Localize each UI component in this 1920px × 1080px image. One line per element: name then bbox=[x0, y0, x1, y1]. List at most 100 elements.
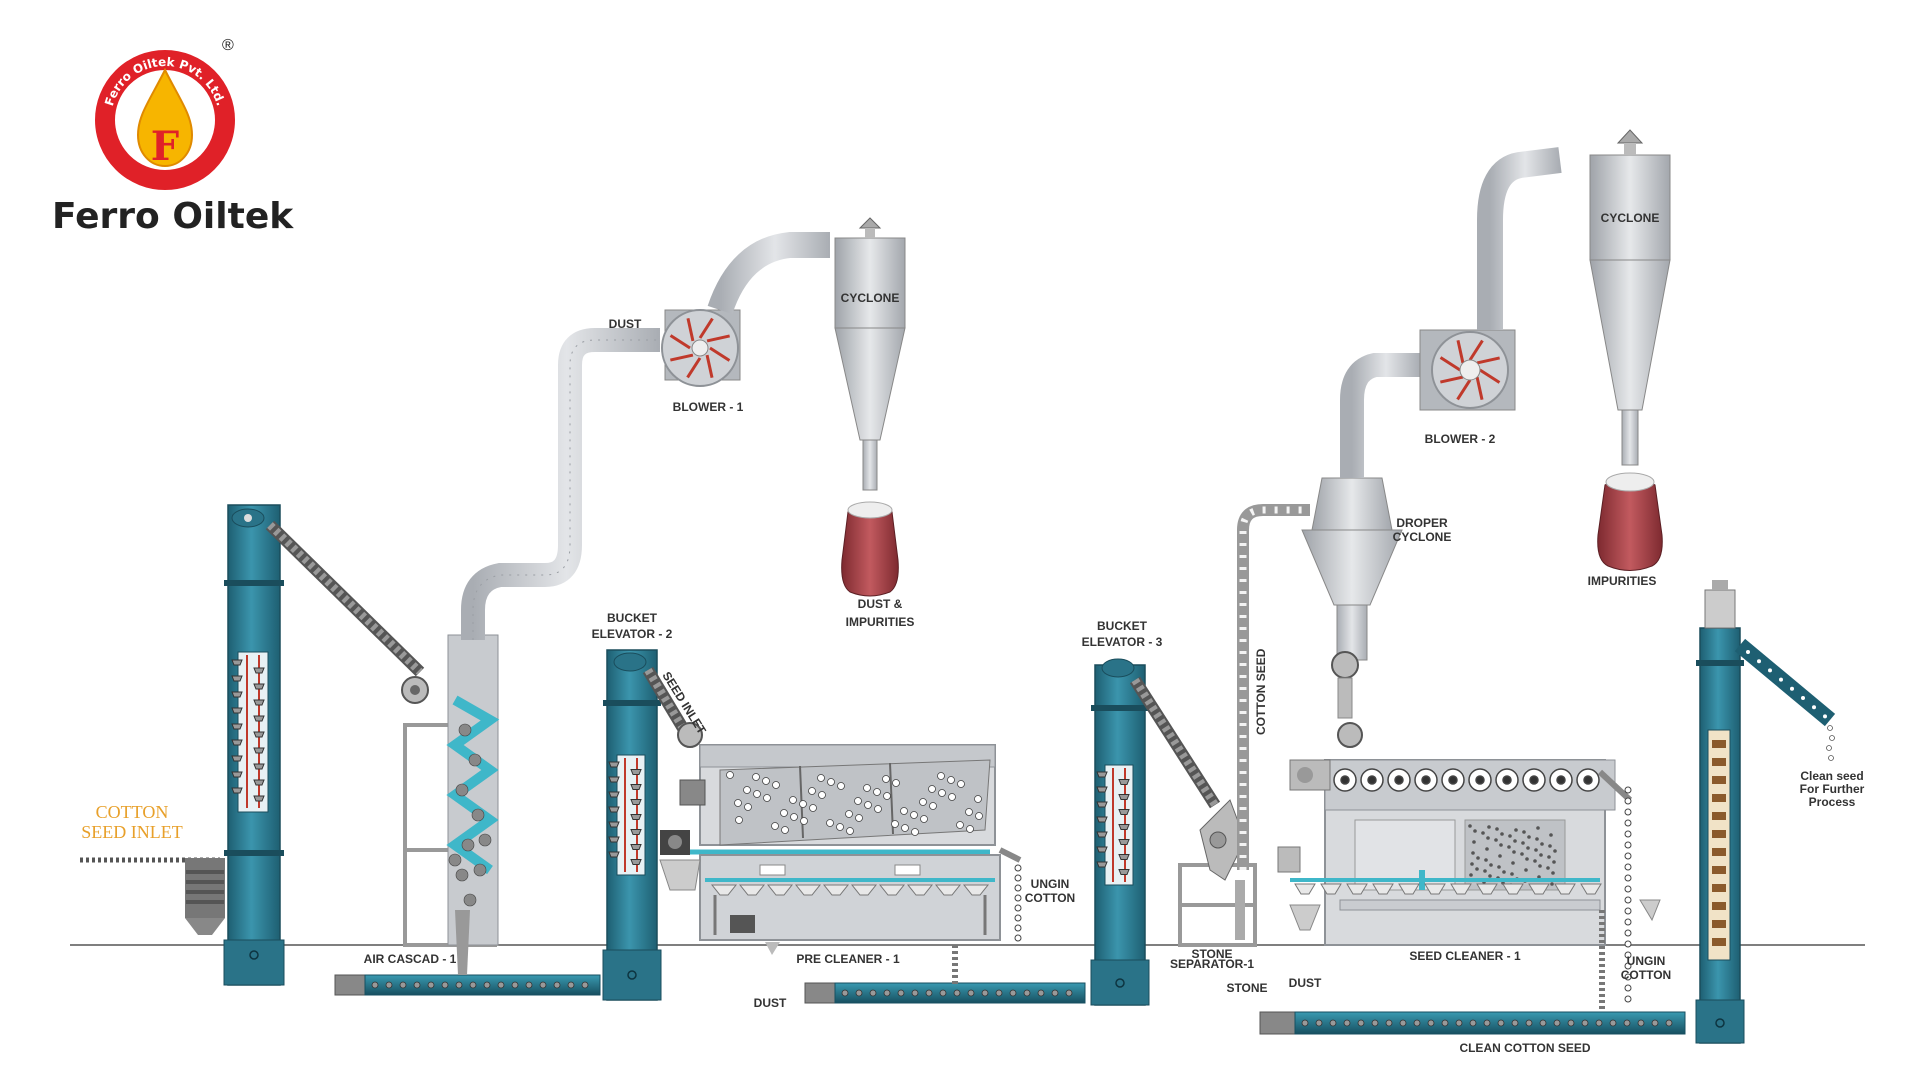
hopper bbox=[962, 884, 990, 896]
seed-ball bbox=[1343, 1019, 1351, 1027]
seed-ball bbox=[781, 826, 789, 834]
droper-cyclone-label-2: CYCLONE bbox=[1393, 530, 1452, 544]
cotton-dot bbox=[1624, 852, 1632, 860]
bucket-elevator-3-label: BUCKET bbox=[1097, 619, 1148, 633]
elevator-bucket bbox=[608, 836, 620, 843]
screen-dot bbox=[1538, 864, 1542, 868]
elevator-bucket bbox=[608, 821, 620, 828]
elevator-bucket bbox=[630, 859, 642, 865]
seed-ball bbox=[455, 868, 469, 882]
seed-ball bbox=[469, 981, 477, 989]
seed-ball bbox=[743, 786, 751, 794]
elevator-bucket bbox=[1712, 938, 1726, 946]
cotton-dot bbox=[1624, 973, 1632, 981]
screen-dot bbox=[1548, 844, 1552, 848]
seed-ball bbox=[854, 797, 862, 805]
hopper bbox=[1554, 883, 1576, 895]
seed-ball bbox=[929, 802, 937, 810]
elevator-bucket bbox=[231, 675, 243, 682]
chute-dot bbox=[1779, 677, 1783, 682]
screen-dot bbox=[1483, 869, 1487, 873]
elevator-bucket bbox=[253, 795, 265, 802]
elevator-bucket bbox=[231, 755, 243, 762]
screen-dot bbox=[1512, 850, 1516, 854]
seed-ball bbox=[1553, 1019, 1561, 1027]
clean-seed-label: Clean seed bbox=[1800, 769, 1863, 783]
seed-ball bbox=[468, 753, 482, 767]
seed-ball bbox=[919, 798, 927, 806]
seed-ball bbox=[863, 784, 871, 792]
seed-ball bbox=[818, 791, 826, 799]
seed-ball bbox=[948, 793, 956, 801]
seed-ball bbox=[939, 989, 947, 997]
seed-ball bbox=[448, 853, 462, 867]
elevator-bucket bbox=[630, 784, 642, 790]
seed-ball bbox=[911, 989, 919, 997]
seed-ball bbox=[1567, 1019, 1575, 1027]
cleaner-roller-hub bbox=[1556, 775, 1566, 785]
brand-logo: Ferro Oiltek Pvt. Ltd. F ® Ferro Oiltek bbox=[52, 37, 294, 237]
screen-dot bbox=[1546, 866, 1550, 870]
screen-dot bbox=[1486, 836, 1490, 840]
screen-dot bbox=[1488, 874, 1492, 878]
hopper bbox=[1580, 883, 1602, 895]
cyclone-1 bbox=[834, 217, 906, 491]
elevator-bucket bbox=[1712, 776, 1726, 784]
elevator-bucket bbox=[231, 723, 243, 730]
seed-cleaner-1 bbox=[1277, 759, 1661, 1003]
seed-ball bbox=[1037, 989, 1045, 997]
seed-ball bbox=[413, 981, 421, 989]
seed-ball bbox=[1427, 1019, 1435, 1027]
final-bucket-elevator bbox=[1695, 580, 1836, 1044]
screen-dot bbox=[1470, 862, 1474, 866]
blower-blade bbox=[706, 334, 730, 343]
blower-2 bbox=[1419, 147, 1562, 411]
elevator-bucket bbox=[231, 659, 243, 666]
cotton-seed-inlet-label-2: SEED INLET bbox=[81, 822, 182, 842]
seed-ball bbox=[1525, 1019, 1533, 1027]
elevator-bucket bbox=[1118, 854, 1130, 860]
blower-blade bbox=[669, 334, 691, 350]
clean-cotton-seed-label: CLEAN COTTON SEED bbox=[1459, 1041, 1590, 1055]
blower-blade bbox=[1479, 368, 1501, 384]
air-cascade-label: AIR CASCAD - 1 bbox=[364, 952, 457, 966]
screen-dot bbox=[1511, 861, 1515, 865]
dust-bottom-label: DUST bbox=[754, 996, 787, 1010]
clean-seed-label-2: For Further bbox=[1800, 782, 1865, 796]
screw-conveyor-3 bbox=[1259, 910, 1686, 1035]
elevator-bucket bbox=[1712, 848, 1726, 856]
elevator-bucket bbox=[1712, 830, 1726, 838]
seed-ball bbox=[836, 823, 844, 831]
elevator-bucket bbox=[253, 747, 265, 754]
elevator-bucket bbox=[231, 739, 243, 746]
hopper bbox=[1450, 883, 1472, 895]
screen-dot bbox=[1502, 870, 1506, 874]
elevator-bucket bbox=[253, 715, 265, 722]
stone-separator-label: STONE bbox=[1191, 947, 1232, 961]
seed-ball bbox=[965, 808, 973, 816]
seed-ball bbox=[874, 805, 882, 813]
blower-blade bbox=[686, 318, 695, 342]
cotton-dot bbox=[1624, 995, 1632, 1003]
cotton-dot bbox=[1624, 929, 1632, 937]
cotton-dot bbox=[1624, 797, 1632, 805]
screen-dot bbox=[1514, 828, 1518, 832]
hopper bbox=[1424, 883, 1446, 895]
cyclone-1-label: CYCLONE bbox=[841, 291, 900, 305]
seed-ball bbox=[471, 808, 485, 822]
cotton-dot bbox=[1624, 841, 1632, 849]
screen-dot bbox=[1522, 830, 1526, 834]
seed-ball bbox=[752, 773, 760, 781]
seed-ball bbox=[461, 838, 475, 852]
hopper bbox=[1372, 883, 1394, 895]
seed-ball bbox=[947, 776, 955, 784]
elevator-bucket bbox=[630, 769, 642, 775]
screen-dot bbox=[1487, 825, 1491, 829]
impurities-bag bbox=[1597, 472, 1663, 571]
hopper bbox=[1476, 883, 1498, 895]
clean-seed-dot bbox=[1827, 725, 1833, 731]
seed-ball bbox=[975, 812, 983, 820]
ungin-cotton-label-2: UNGIN bbox=[1627, 954, 1666, 968]
seed-ball bbox=[1665, 1019, 1673, 1027]
seed-ball bbox=[1023, 989, 1031, 997]
